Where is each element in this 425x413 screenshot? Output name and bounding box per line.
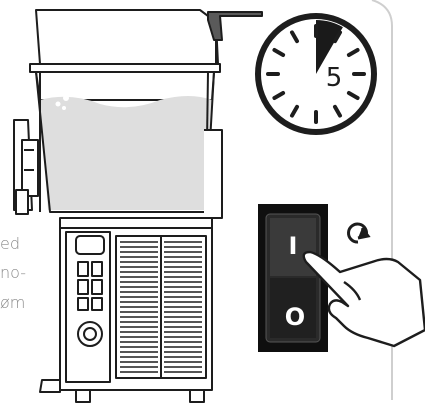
timer-minutes: 5 <box>326 63 343 93</box>
instruction-line-1-html: ed <box>0 236 20 252</box>
switch-off-symbol: O <box>285 303 305 331</box>
liquid-fill <box>40 96 212 210</box>
slush-machine-icon <box>14 10 262 402</box>
stopwatch-icon: 5 <box>258 16 374 132</box>
rotate-arrow-icon <box>349 224 368 242</box>
instruction-line-2: no- <box>0 265 26 281</box>
instruction-line-3: øm <box>0 295 25 311</box>
switch-on-symbol: I <box>289 232 298 260</box>
power-switch-icon[interactable]: I O <box>258 204 328 352</box>
